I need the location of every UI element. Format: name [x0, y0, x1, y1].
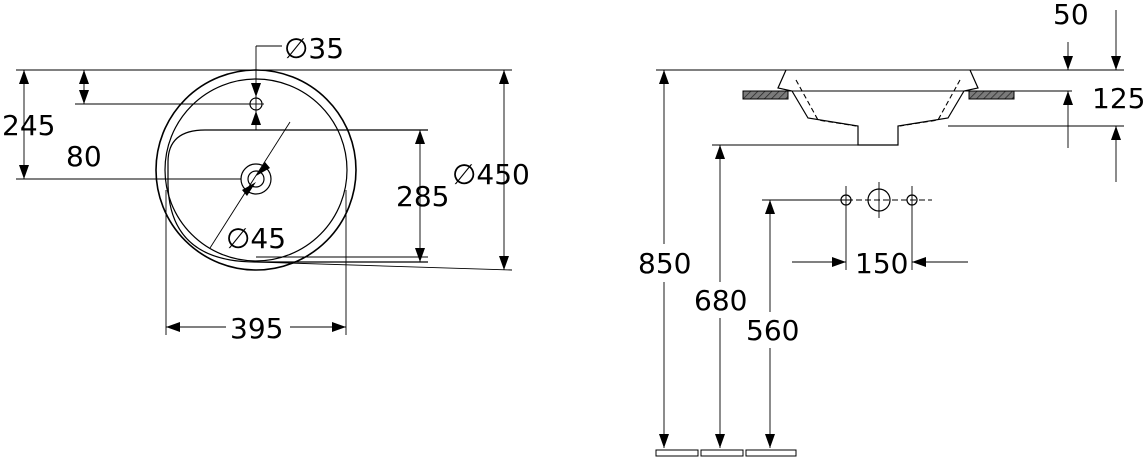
dim-560-label: 560: [746, 314, 799, 347]
dim-245-label: 245: [2, 109, 55, 142]
dim-50-label: 50: [1053, 0, 1089, 31]
floor-line: [655, 449, 797, 457]
drain-diameter-label: ∅45: [226, 222, 286, 255]
dim-395-label: 395: [230, 312, 283, 345]
top-view: 245 80 ∅35 285 ∅450 ∅45 395: [2, 32, 530, 345]
countertop-right: [968, 90, 1015, 100]
dim-680-label: 680: [694, 284, 747, 317]
dim-150-label: 150: [855, 247, 908, 280]
dim-850-label: 850: [638, 247, 691, 280]
tap-holes-row: [820, 182, 932, 270]
countertop-left: [742, 90, 789, 100]
dim-80-label: 80: [66, 140, 102, 173]
tap-hole-diameter-label: ∅35: [284, 32, 344, 65]
side-view: 50 125 850 680 560: [636, 0, 1143, 457]
tap-hole: [248, 96, 264, 112]
outer-diameter-label: ∅450: [452, 158, 530, 191]
dim-125-label: 125: [1092, 82, 1143, 115]
basin-profile: [777, 69, 1072, 146]
basin-outline: [155, 69, 428, 271]
dim-285-label: 285: [396, 180, 449, 213]
